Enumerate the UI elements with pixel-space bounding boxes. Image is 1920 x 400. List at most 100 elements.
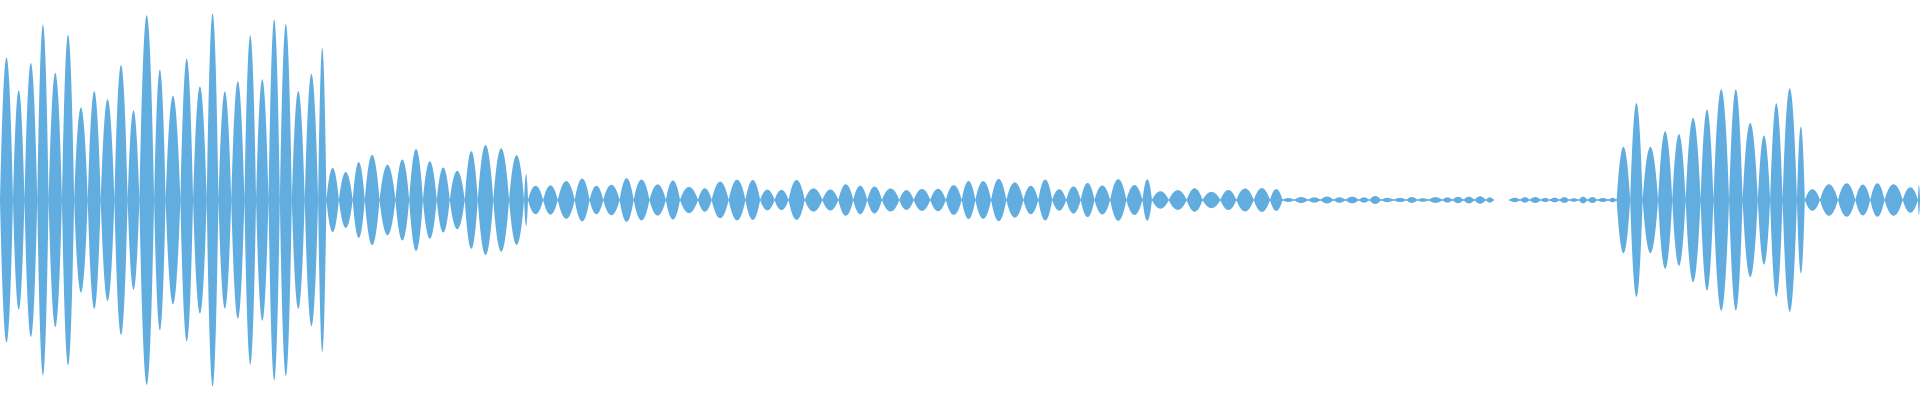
waveform-baseline bbox=[665, 199, 681, 201]
waveform-baseline bbox=[1474, 199, 1486, 201]
waveform-baseline bbox=[574, 199, 590, 201]
waveform-baseline bbox=[991, 199, 1007, 201]
waveform-baseline bbox=[1616, 199, 1631, 201]
waveform-baseline bbox=[543, 199, 558, 201]
waveform-baseline bbox=[1442, 199, 1453, 201]
waveform-baseline bbox=[1052, 199, 1067, 201]
waveform-baseline bbox=[379, 199, 396, 201]
waveform-baseline bbox=[139, 199, 155, 201]
waveform-baseline bbox=[1529, 199, 1541, 201]
waveform-baseline bbox=[975, 199, 992, 201]
waveform-baseline bbox=[1202, 199, 1221, 201]
waveform-baseline bbox=[528, 199, 544, 201]
waveform-baseline bbox=[1870, 199, 1885, 201]
waveform-baseline bbox=[1066, 199, 1081, 201]
waveform-baseline bbox=[1080, 199, 1095, 201]
waveform-baseline bbox=[1417, 199, 1429, 201]
waveform-baseline bbox=[409, 199, 423, 201]
waveform-baseline bbox=[1804, 199, 1820, 201]
waveform-baseline bbox=[1700, 199, 1714, 201]
waveform-baseline bbox=[760, 199, 775, 201]
waveform-baseline bbox=[1630, 199, 1643, 201]
waveform-baseline bbox=[1559, 199, 1570, 201]
waveform-baseline bbox=[1381, 199, 1394, 201]
waveform-baseline bbox=[1126, 199, 1143, 201]
waveform-baseline bbox=[114, 199, 128, 201]
waveform-baseline bbox=[1608, 199, 1617, 201]
waveform-baseline bbox=[1236, 199, 1254, 201]
waveform-baseline bbox=[1819, 199, 1838, 201]
waveform-baseline bbox=[881, 199, 900, 201]
waveform-baseline bbox=[899, 199, 914, 201]
waveform-baseline bbox=[1757, 199, 1771, 201]
waveform-baseline bbox=[1902, 199, 1918, 201]
waveform-baseline bbox=[1658, 199, 1673, 201]
waveform-baseline bbox=[218, 199, 232, 201]
waveform-baseline bbox=[74, 199, 88, 201]
waveform-baseline bbox=[1428, 199, 1443, 201]
waveform-baseline bbox=[127, 199, 140, 201]
waveform-baseline bbox=[1393, 199, 1407, 201]
waveform-baseline bbox=[436, 199, 450, 201]
waveform-baseline bbox=[1269, 199, 1283, 201]
waveform-baseline bbox=[1642, 199, 1659, 201]
waveform-baseline bbox=[961, 199, 976, 201]
waveform-baseline bbox=[788, 199, 805, 201]
waveform-baseline bbox=[206, 199, 219, 201]
waveform-baseline bbox=[165, 199, 181, 201]
waveform-baseline bbox=[1509, 199, 1521, 201]
waveform-baseline bbox=[930, 199, 946, 201]
waveform-baseline bbox=[680, 199, 698, 201]
waveform-baseline bbox=[449, 199, 465, 201]
waveform-baseline bbox=[268, 199, 280, 201]
waveform-baseline bbox=[1855, 199, 1871, 201]
waveform-baseline bbox=[244, 199, 257, 201]
waveform-baseline bbox=[1578, 199, 1588, 201]
waveform-baseline bbox=[1463, 199, 1475, 201]
waveform-baseline bbox=[1672, 199, 1686, 201]
waveform-baseline bbox=[509, 199, 525, 201]
waveform-baseline bbox=[1006, 199, 1024, 201]
waveform-baseline bbox=[1796, 199, 1805, 201]
waveform-baseline bbox=[24, 199, 38, 201]
waveform-baseline bbox=[804, 199, 823, 201]
waveform-baseline bbox=[589, 199, 604, 201]
waveform-baseline bbox=[180, 199, 194, 201]
waveform-baseline bbox=[477, 199, 494, 201]
waveform-baseline bbox=[1406, 199, 1418, 201]
waveform-baseline bbox=[1587, 199, 1598, 201]
waveform-baseline bbox=[48, 199, 62, 201]
waveform-baseline bbox=[1729, 199, 1743, 201]
waveform-baseline bbox=[1917, 199, 1920, 201]
waveform-baseline bbox=[231, 199, 245, 201]
waveform-baseline bbox=[87, 199, 101, 201]
waveform-baseline bbox=[711, 199, 729, 201]
waveform-baseline bbox=[1142, 199, 1152, 201]
waveform-baseline bbox=[1333, 199, 1346, 201]
waveform-baseline bbox=[61, 199, 75, 201]
waveform-baseline bbox=[1220, 199, 1237, 201]
waveform-baseline bbox=[1742, 199, 1758, 201]
waveform-baseline bbox=[1320, 199, 1334, 201]
waveform-baseline bbox=[1023, 199, 1039, 201]
waveform-baseline bbox=[193, 199, 207, 201]
waveform-baseline bbox=[364, 199, 380, 201]
waveform-baseline bbox=[603, 199, 620, 201]
waveform-baseline bbox=[1782, 199, 1797, 201]
waveform-baseline bbox=[1369, 199, 1382, 201]
waveform-baseline bbox=[154, 199, 166, 201]
waveform-baseline bbox=[1038, 199, 1053, 201]
waveform-baseline bbox=[557, 199, 575, 201]
waveform-baseline bbox=[1597, 199, 1609, 201]
waveform-baseline bbox=[279, 199, 292, 201]
waveform-baseline bbox=[945, 199, 962, 201]
waveform-baseline bbox=[1186, 199, 1203, 201]
waveform-baseline bbox=[524, 199, 528, 201]
waveform-baseline bbox=[464, 199, 478, 201]
waveform-baseline bbox=[633, 199, 650, 201]
waveform-baseline bbox=[1294, 199, 1309, 201]
waveform-baseline bbox=[853, 199, 868, 201]
waveform-baseline bbox=[352, 199, 365, 201]
waveform-baseline bbox=[1685, 199, 1701, 201]
